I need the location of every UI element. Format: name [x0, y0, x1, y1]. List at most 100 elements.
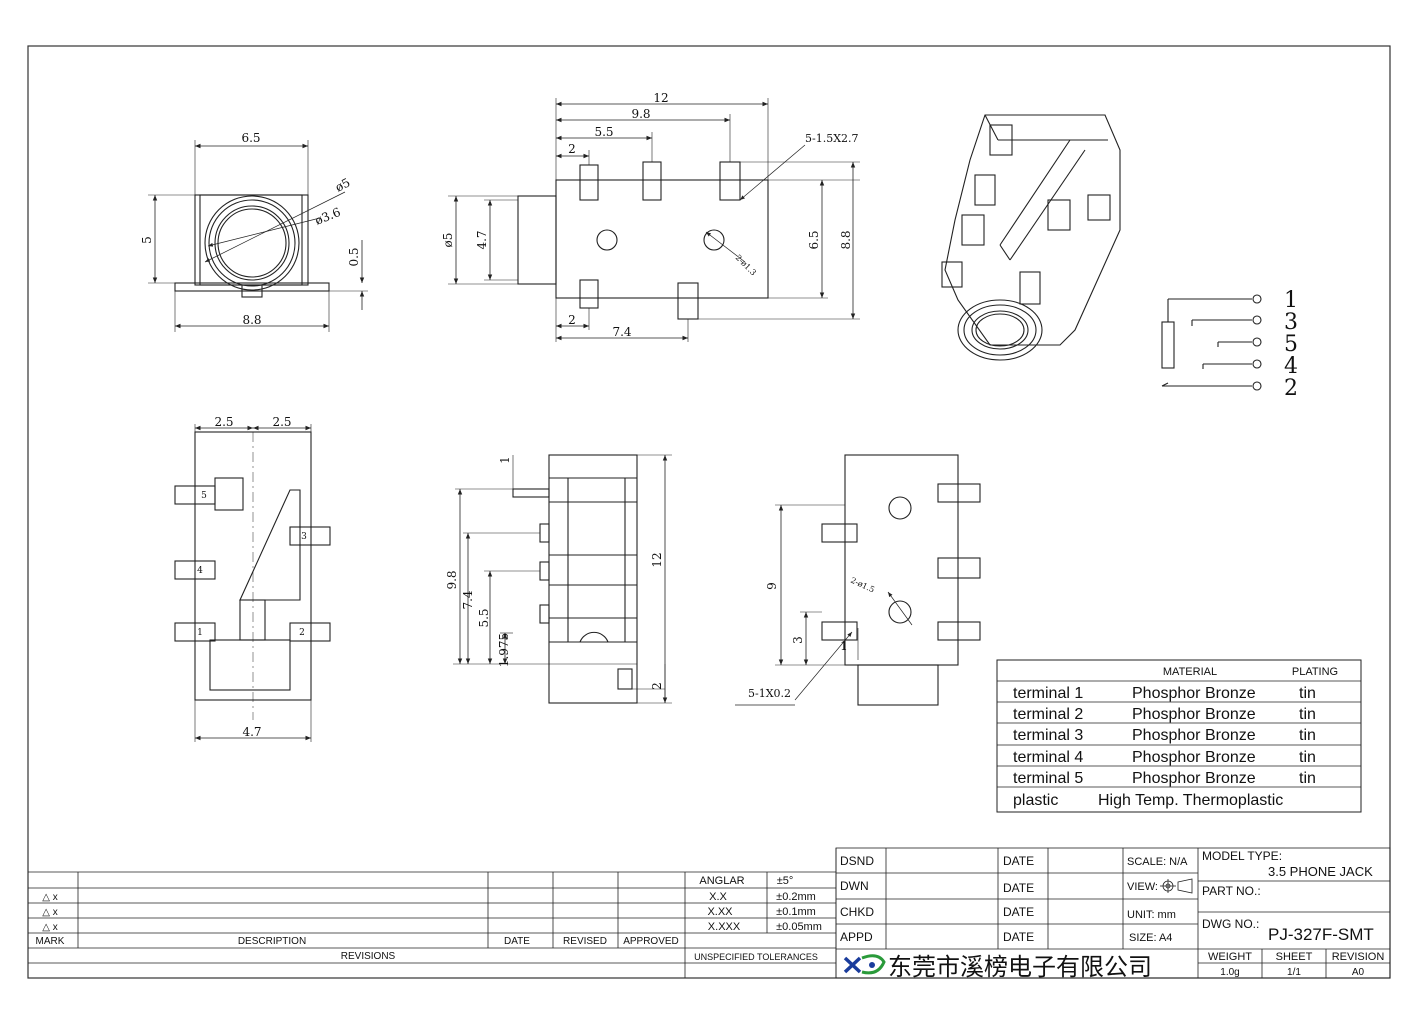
bottom-pin-label: 3	[301, 532, 307, 542]
projection-symbol-icon	[1160, 878, 1193, 894]
revision-revised-header: REVISED	[563, 936, 607, 947]
tolerance-value: ±0.05mm	[776, 921, 822, 933]
weight-value: 1.0g	[1220, 967, 1239, 978]
material-row-material: Phosphor Bronze	[1132, 727, 1256, 744]
side-d1-dim: 9.8	[631, 107, 650, 121]
side-bottom2-dim: 2	[568, 313, 576, 327]
company-logo	[843, 954, 886, 975]
tolerance-label: X.X	[709, 891, 727, 903]
unit-label: UNIT: mm	[1127, 909, 1176, 921]
revision-mark: △ x	[42, 907, 57, 918]
view-label: VIEW:	[1127, 881, 1158, 893]
front-outer-dia-dim: ø5	[333, 175, 353, 194]
material-row-plating: tin	[1299, 727, 1316, 744]
sheet-border	[27, 45, 1391, 979]
material-row-plating: tin	[1299, 706, 1316, 723]
dsnd-label: DSND	[840, 854, 874, 868]
top-d1975-dim: 1.975	[497, 633, 511, 667]
schematic-pin-label: 2	[1284, 376, 1298, 401]
bottom-w-bottom-dim: 4.7	[242, 725, 261, 739]
material-row-plating: tin	[1299, 749, 1316, 766]
bottom-pin-label: 1	[197, 628, 203, 638]
side-d3-dim: 2	[568, 142, 576, 156]
top-view	[453, 454, 672, 704]
back-d9-dim: 9	[765, 582, 779, 590]
front-height-dim: 5	[140, 236, 154, 244]
tolerance-label: X.XXX	[708, 921, 741, 933]
part-no-label: PART NO.:	[1202, 884, 1261, 898]
bottom-pin-label: 2	[299, 628, 305, 638]
date-label: DATE	[1003, 905, 1034, 919]
dwn-label: DWN	[840, 879, 869, 893]
revision-mark: △ x	[42, 922, 57, 933]
sheet-value: 1/1	[1287, 967, 1301, 978]
tolerance-value: ±0.2mm	[776, 891, 816, 903]
chkd-label: CHKD	[840, 905, 874, 919]
schematic-pin-label: 5	[1284, 332, 1298, 357]
size-label: SIZE: A4	[1129, 932, 1172, 944]
model-type-label: MODEL TYPE:	[1202, 849, 1282, 863]
revisions-block	[28, 848, 837, 978]
material-row-material: Phosphor Bronze	[1132, 770, 1256, 787]
material-row-plating: tin	[1299, 685, 1316, 702]
bottom-pin-label: 4	[197, 566, 203, 576]
side-hole-dim: 2-ø1.3	[734, 253, 758, 277]
material-row-part: terminal 2	[1013, 706, 1083, 723]
material-row-part: terminal 1	[1013, 685, 1083, 702]
tolerance-value: ±5°	[777, 875, 794, 887]
revision-value: A0	[1352, 967, 1365, 978]
material-row-part: terminal 3	[1013, 727, 1083, 744]
back-d1-dim: 1	[840, 639, 848, 653]
side-bottom74-dim: 7.4	[612, 325, 631, 339]
side-d2-dim: 5.5	[594, 125, 613, 139]
bottom-w-right-dim: 2.5	[272, 415, 291, 429]
scale-label: SCALE: N/A	[1127, 856, 1188, 868]
top-d2-dim: 2	[650, 682, 664, 690]
schematic-pin-label: 4	[1284, 354, 1298, 379]
back-d3-dim: 3	[791, 636, 805, 644]
back-hole-dim: 2-ø1.5	[849, 576, 876, 595]
date-label: DATE	[1003, 930, 1034, 944]
side-h65-dim: 6.5	[807, 230, 821, 249]
isometric-view	[941, 114, 1121, 361]
top-d98-dim: 9.8	[445, 570, 459, 589]
company-name: 东莞市溪榜电子有限公司	[888, 953, 1152, 981]
back-pin-spec: 5-1X0.2	[748, 687, 791, 700]
side-h47-dim: 4.7	[475, 230, 489, 249]
side-overall-dim: 12	[653, 91, 668, 105]
revision-label: REVISION	[1332, 951, 1385, 963]
dwg-no-label: DWG NO.:	[1202, 917, 1259, 931]
front-pin-offset-dim: 0.5	[347, 247, 361, 266]
front-width-dim: 6.5	[241, 131, 260, 145]
revision-mark: △ x	[42, 892, 57, 903]
material-row-plating: tin	[1299, 770, 1316, 787]
material-row-material: Phosphor Bronze	[1132, 706, 1256, 723]
material-row-part: plastic	[1013, 792, 1058, 809]
side-dia5-dim: ø5	[441, 233, 455, 248]
plating-header: PLATING	[1292, 666, 1338, 678]
material-row-material: Phosphor Bronze	[1132, 749, 1256, 766]
top-d1-dim: 1	[498, 456, 512, 464]
back-view	[735, 454, 981, 706]
material-row-part: terminal 4	[1013, 749, 1083, 766]
side-h88-dim: 8.8	[839, 230, 853, 249]
material-row-material: High Temp. Thermoplastic	[1098, 792, 1283, 809]
bottom-w-left-dim: 2.5	[214, 415, 233, 429]
revision-date-header: DATE	[504, 936, 530, 947]
schematic	[1161, 294, 1262, 391]
bottom-view	[174, 424, 331, 742]
tolerance-label: X.XX	[707, 906, 733, 918]
material-header: MATERIAL	[1163, 666, 1217, 678]
tolerance-label: ANGLAR	[699, 875, 744, 887]
side-pin-spec: 5-1.5X2.7	[805, 132, 859, 145]
tolerance-value: ±0.1mm	[776, 906, 816, 918]
bottom-pin-label: 5	[201, 491, 207, 501]
model-type-value: 3.5 PHONE JACK	[1268, 864, 1373, 879]
tolerances-footer: UNSPECIFIED TOLERANCES	[694, 952, 818, 962]
top-d74-dim: 7.4	[461, 590, 475, 609]
side-view	[448, 98, 860, 342]
schematic-pin-label: 1	[1284, 288, 1298, 313]
front-base-width-dim: 8.8	[242, 313, 261, 327]
revision-description-header: DESCRIPTION	[238, 936, 306, 947]
